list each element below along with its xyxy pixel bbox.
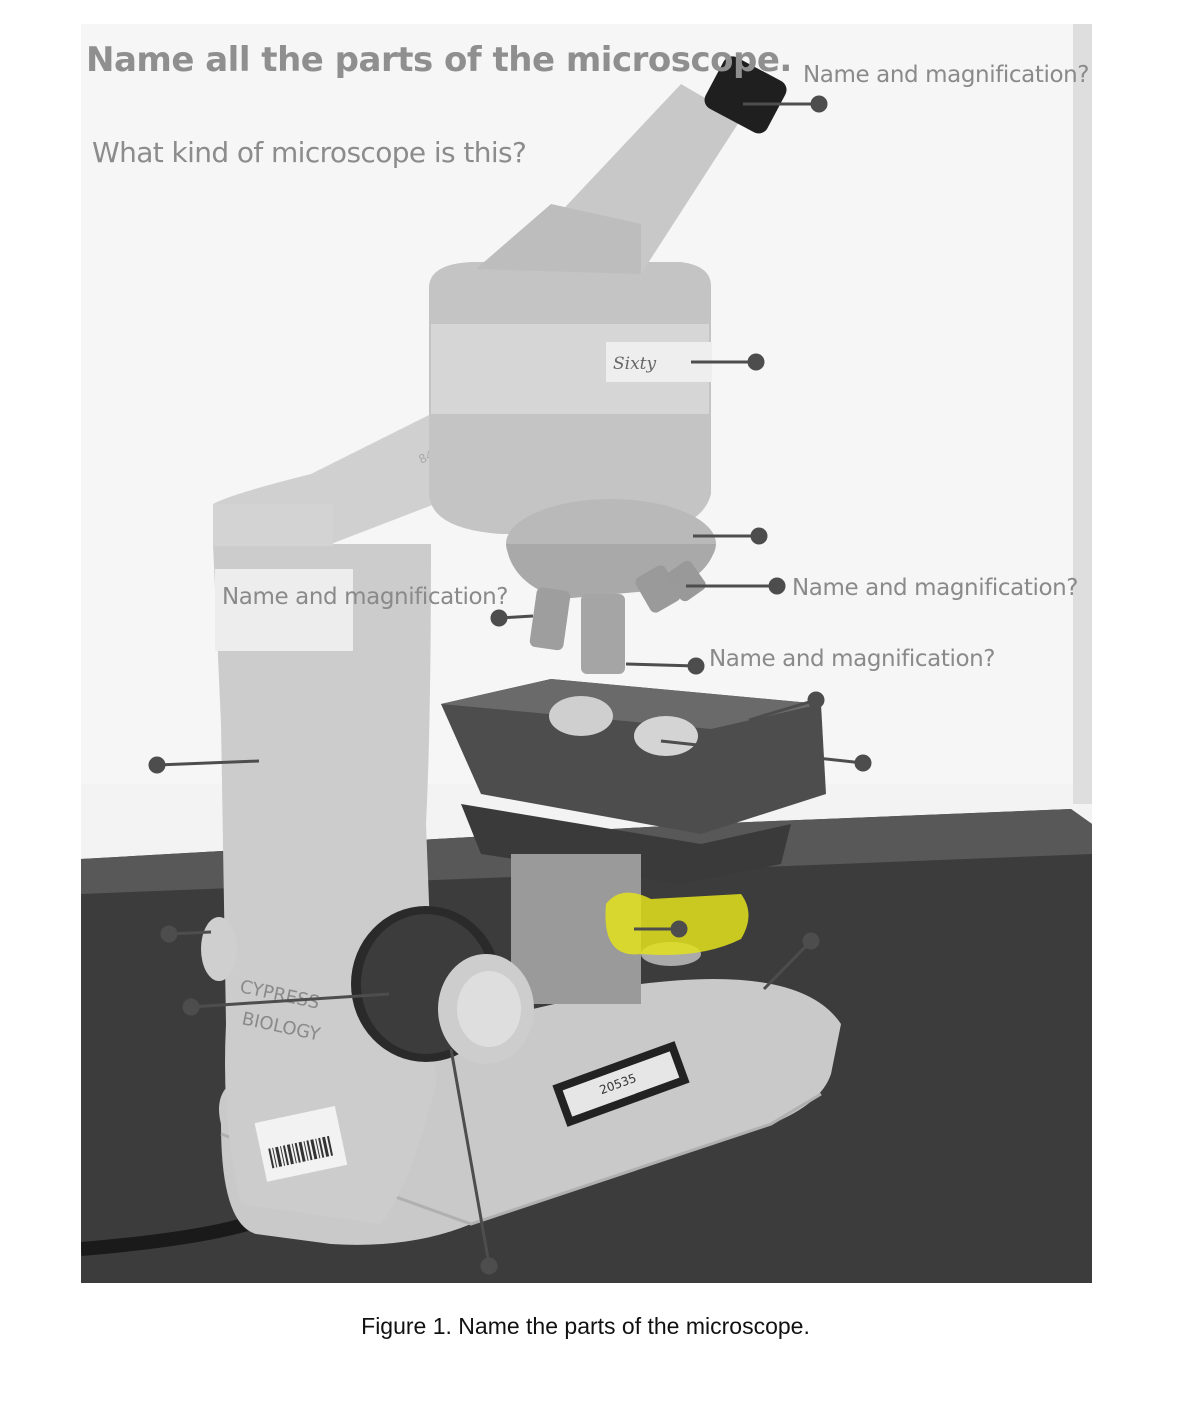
label-eyepiece: Name and magnification? [803,62,1090,88]
pointer-coarse-knob [190,992,390,1009]
objective-lens-left [529,587,571,651]
pointer-arm [156,759,260,767]
objective-lens-center [581,594,625,674]
pointer-objective-lower [625,662,697,668]
base-nameplate [552,1041,690,1127]
microscope-photo: 20535 843973 Sixty [81,24,1092,1283]
figure-caption: Figure 1. Name the parts of the microsco… [361,1313,810,1339]
label-objective-right: Name and magnification? [792,575,1079,601]
worksheet-question: What kind of microscope is this? [92,136,527,169]
worksheet-heading: Name all the parts of the microscope. [86,40,792,80]
pointer-stage-knob [660,739,864,765]
microscope-arm [213,544,436,1224]
pointer-lines [148,95,872,1275]
tape-label [215,569,353,651]
pointer-stage [748,698,817,722]
pointer-fine-knob [449,1048,491,1265]
eyepiece-cap [704,56,787,134]
stage-clip-knob-1 [549,696,613,736]
label-objective-lower: Name and magnification? [709,646,996,672]
label-objective-left: Name and magnification? [222,584,509,610]
stage-clip-knob-2 [634,716,698,756]
left-focus-knob [201,917,237,981]
pointer-base [762,939,813,991]
microscope-figure: 20535 843973 Sixty [81,24,1092,1283]
brand-model: Sixty [613,354,657,374]
property-tag [254,1106,348,1182]
